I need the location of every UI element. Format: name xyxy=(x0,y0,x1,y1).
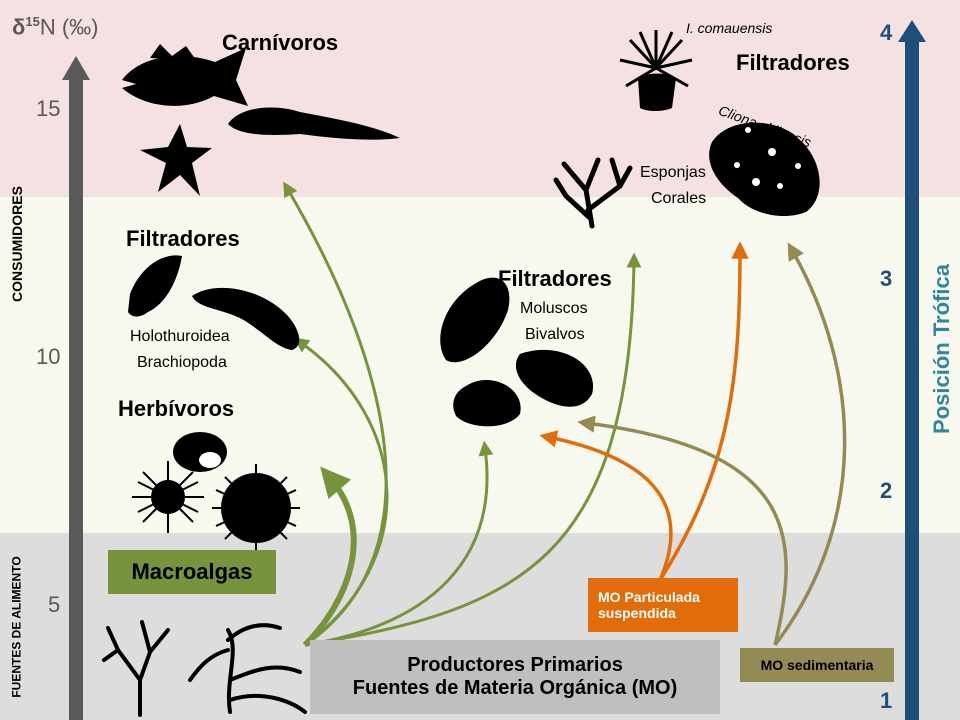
right-axis-arrow xyxy=(898,20,926,720)
fish-silhouette xyxy=(122,44,248,106)
urchin-large-silhouette xyxy=(212,464,300,552)
arrow-som-to-cliona xyxy=(773,242,847,647)
snail-silhouette xyxy=(173,432,227,472)
axis-title-suffix: N (‰) xyxy=(39,14,99,40)
som-box: MO sedimentaria xyxy=(740,648,894,682)
arrow-som-to-bivalves xyxy=(577,415,788,646)
molluscs-label: Moluscos xyxy=(520,300,588,317)
trophic-position-label: Posición Trófica xyxy=(929,264,954,434)
left-tick-10: 10 xyxy=(36,344,61,369)
arrow-to-bivalves xyxy=(304,440,494,647)
sponges-label: Esponjas xyxy=(640,164,706,181)
axis-title-prefix: δ xyxy=(12,14,26,40)
brachiopod-silhouette xyxy=(128,255,182,317)
filter-feeders-left-label: Filtradores xyxy=(126,226,240,251)
arrow-pom-to-bivalves xyxy=(539,430,673,581)
eel-silhouette xyxy=(228,107,400,140)
cliona-silhouette xyxy=(709,122,820,217)
bivalves-label: Bivalvos xyxy=(525,326,585,343)
som-label: MO sedimentaria xyxy=(760,657,874,673)
arrow-to-holothuroidea xyxy=(293,337,389,647)
pom-box: MO Particulada suspendida xyxy=(588,578,738,632)
green-arrows xyxy=(283,181,642,648)
i-comauensis-label: I. comauensis xyxy=(686,20,773,36)
holothuroidea-label: Holothuroidea xyxy=(130,328,230,345)
olive-arrows xyxy=(577,242,847,647)
right-tick-1: 1 xyxy=(880,688,893,713)
primary-producers-box: Productores Primarios Fuentes de Materia… xyxy=(310,640,720,714)
arrow-to-carnivores xyxy=(283,181,388,647)
consumers-label: CONSUMIDORES xyxy=(9,186,25,302)
anemone-silhouette xyxy=(619,30,693,111)
axis-title-sup: 15 xyxy=(25,14,40,29)
food-sources-label: FUENTES DE ALIMENTO xyxy=(9,556,24,698)
macroalgae-box: Macroalgas xyxy=(108,550,276,594)
filter-feeders-mid-label: Filtradores xyxy=(498,266,612,291)
arrow-to-herbivores xyxy=(302,466,357,648)
bivalve-silhouettes xyxy=(440,277,594,427)
seastar-silhouette xyxy=(140,124,212,196)
filter-feeders-top-label: Filtradores xyxy=(736,50,850,75)
right-tick-4: 4 xyxy=(880,20,893,45)
corals-label: Corales xyxy=(651,190,707,207)
algae-silhouettes xyxy=(102,620,307,717)
pom-line1: MO Particulada xyxy=(598,589,700,605)
primary-line2: Fuentes de Materia Orgánica (MO) xyxy=(352,677,678,699)
arrow-to-sponges xyxy=(304,252,642,647)
right-tick-3: 3 xyxy=(880,266,893,291)
left-tick-5: 5 xyxy=(48,592,61,617)
macroalgae-label: Macroalgas xyxy=(131,559,253,584)
pom-line2: suspendida xyxy=(598,605,676,621)
primary-line1: Productores Primarios xyxy=(407,654,623,676)
arrow-pom-to-cliona xyxy=(658,241,749,581)
left-axis-arrow xyxy=(62,56,90,720)
holothurian-silhouette xyxy=(192,287,300,350)
carnivores-label: Carnívoros xyxy=(222,30,339,55)
coral-silhouette xyxy=(553,157,633,229)
brachiopoda-label: Brachiopoda xyxy=(137,354,227,371)
herbivores-label: Herbívoros xyxy=(118,396,235,421)
delta-n-axis-title: δ15N (‰) xyxy=(12,14,98,40)
right-tick-2: 2 xyxy=(880,478,893,503)
urchin-small-silhouette xyxy=(132,461,204,533)
left-tick-15: 15 xyxy=(36,96,61,121)
orange-arrows xyxy=(539,241,749,581)
